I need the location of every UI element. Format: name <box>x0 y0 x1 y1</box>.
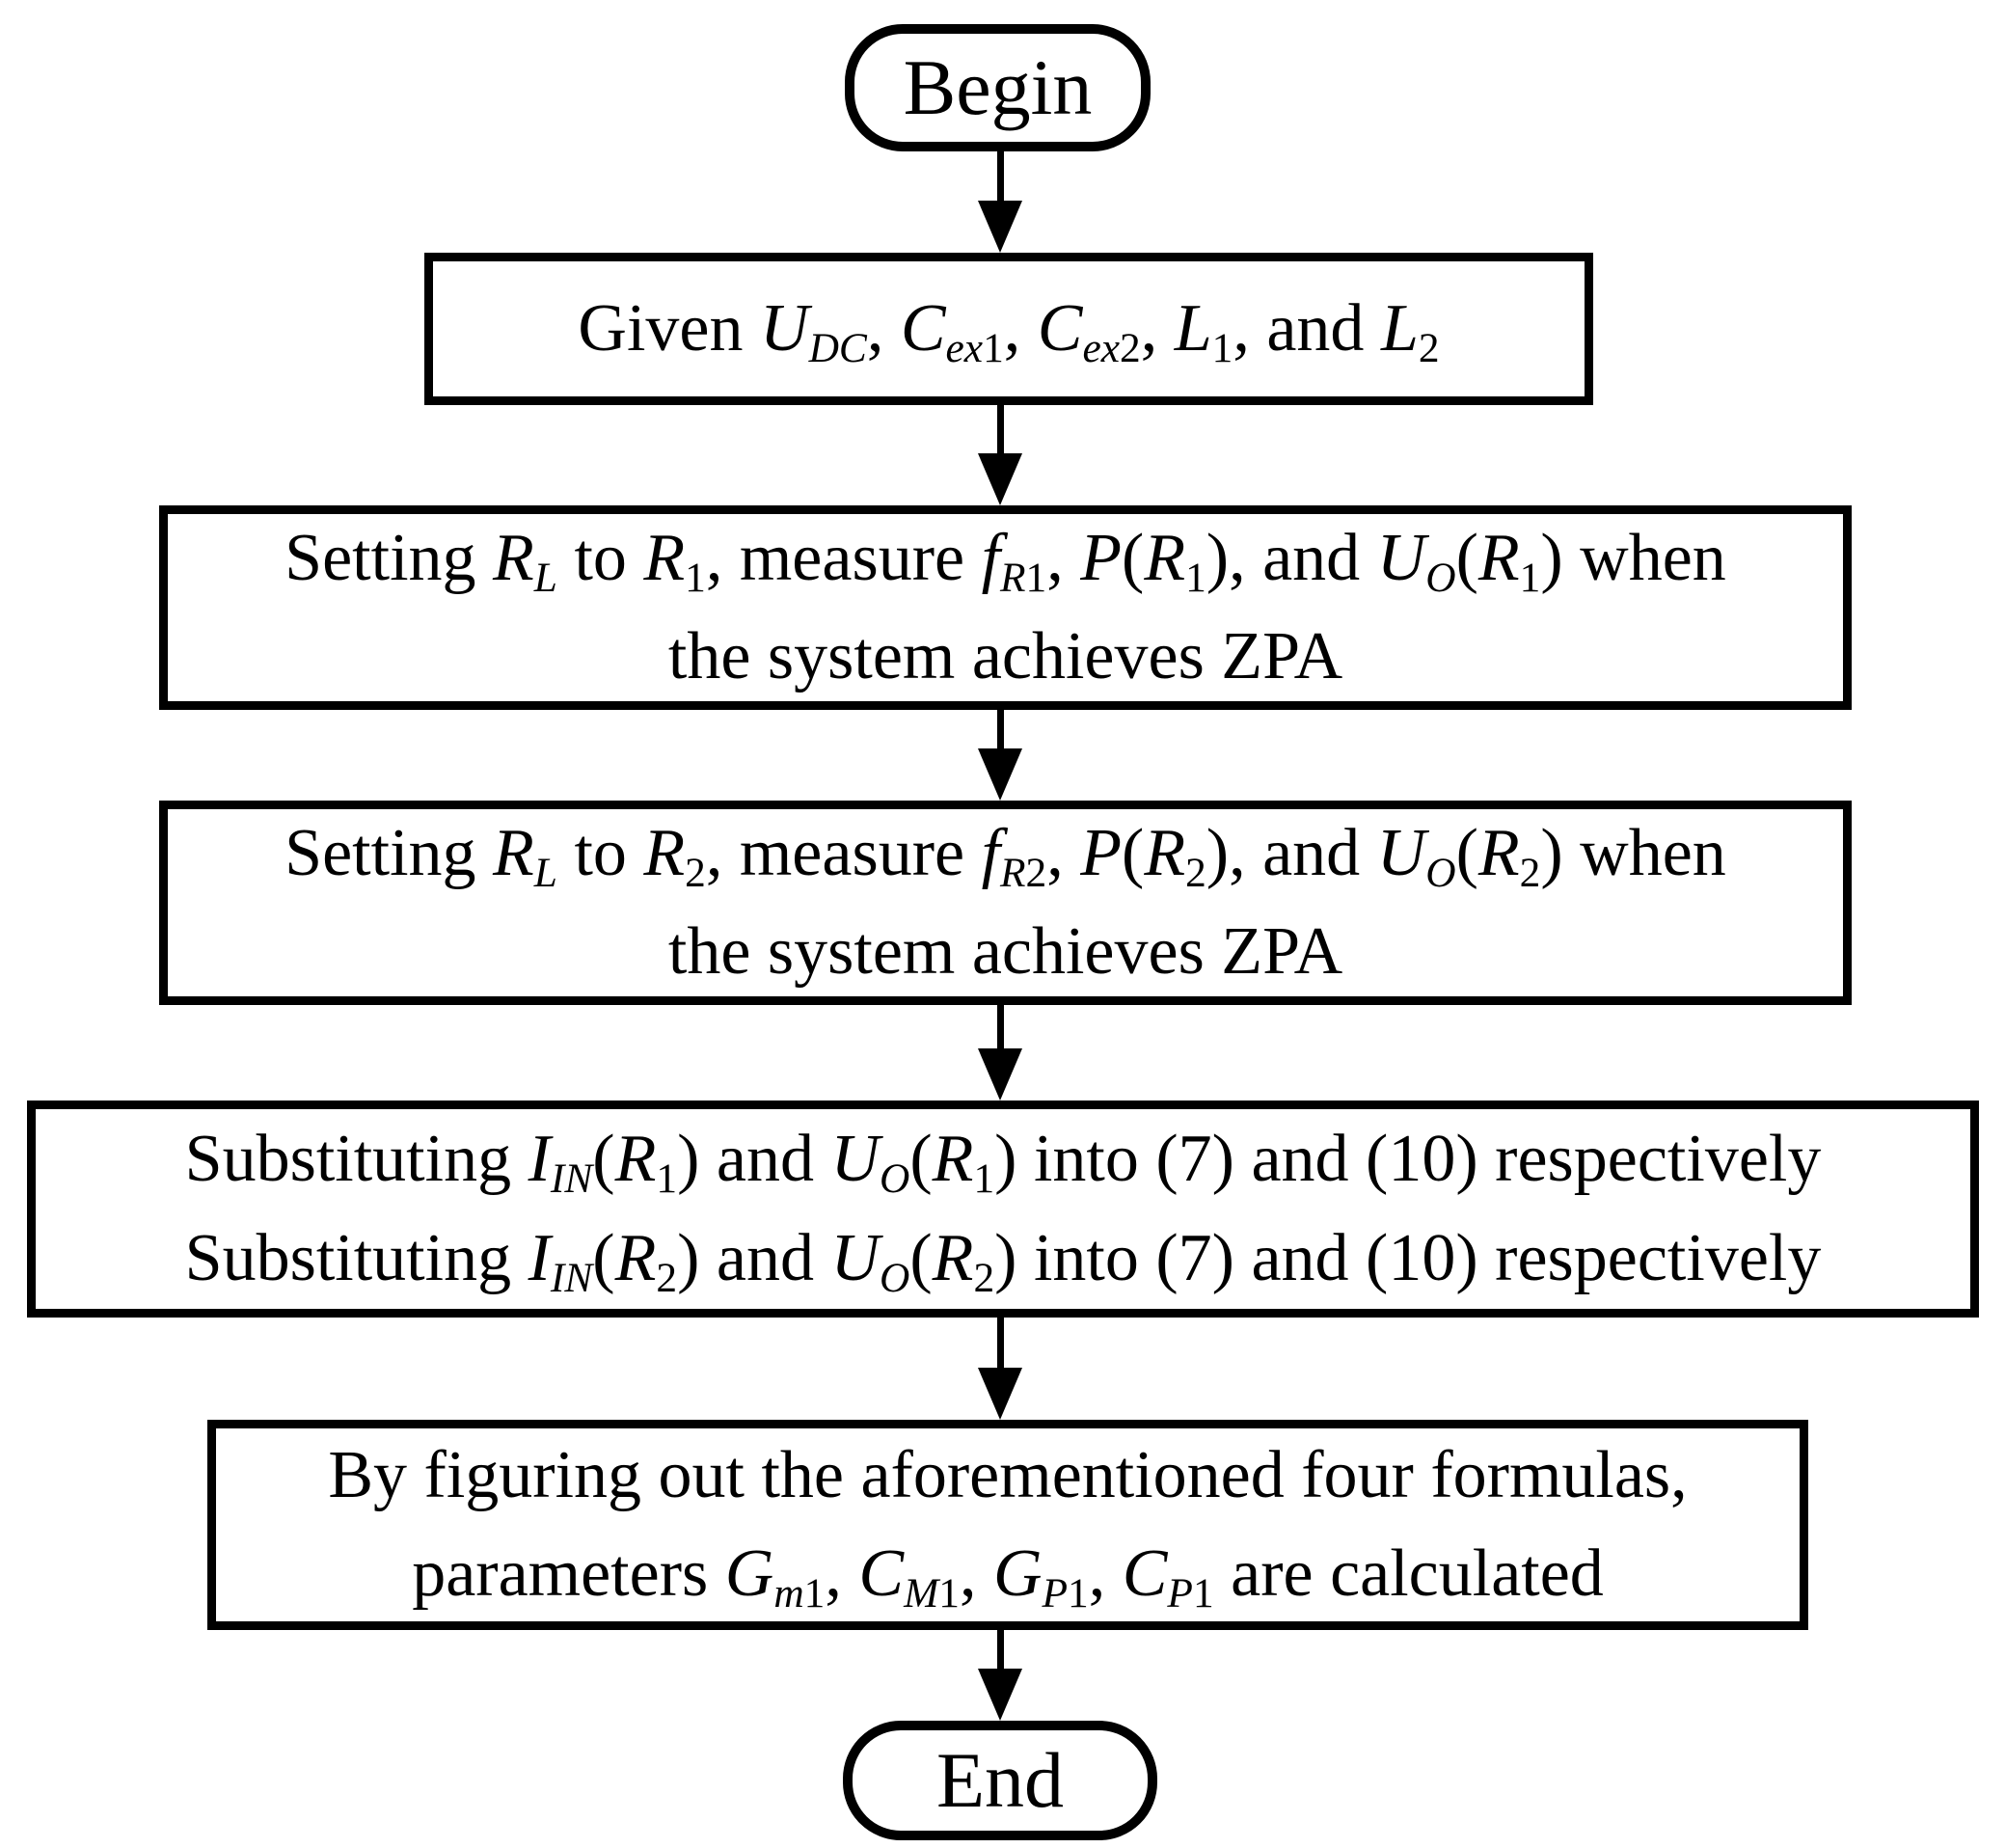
flow-arrow-1 <box>978 151 1022 253</box>
node-text-line: parameters Gm1, CM1, GP1, CP1 are calcul… <box>412 1536 1604 1617</box>
process-substitute-formulas: Substituting IIN(R1) and UO(R1) into (7)… <box>27 1101 1979 1318</box>
arrow-shaft <box>996 710 1004 748</box>
arrow-shaft <box>996 151 1004 201</box>
flow-arrow-3 <box>978 710 1022 801</box>
arrow-head-icon <box>978 1368 1022 1420</box>
node-text-line: the system achieves ZPA <box>667 619 1343 693</box>
flow-arrow-2 <box>978 405 1022 505</box>
terminator-end-label: End <box>935 1736 1065 1824</box>
arrow-head-icon <box>978 748 1022 801</box>
arrow-shaft <box>996 1318 1004 1368</box>
flow-arrow-4 <box>978 1005 1022 1101</box>
node-text-line: Substituting IIN(R2) and UO(R2) into (7)… <box>184 1220 1822 1301</box>
process-given-parameters: Given UDC, Cex1, Cex2, L1, and L2 <box>424 253 1593 405</box>
process-measure-r2: Setting RL to R2, measure fR2, P(R2), an… <box>159 801 1852 1005</box>
arrow-shaft <box>996 405 1004 453</box>
process-measure-r1: Setting RL to R1, measure fR1, P(R1), an… <box>159 505 1852 710</box>
arrow-head-icon <box>978 453 1022 505</box>
node-text-line: By figuring out the aforementioned four … <box>328 1437 1688 1512</box>
node-text-line: the system achieves ZPA <box>667 914 1343 989</box>
arrow-head-icon <box>978 201 1022 253</box>
terminator-begin-label: Begin <box>903 43 1093 131</box>
process-calculate-parameters: By figuring out the aforementioned four … <box>207 1420 1808 1630</box>
arrow-head-icon <box>978 1669 1022 1721</box>
flow-arrow-5 <box>978 1318 1022 1420</box>
arrow-shaft <box>996 1005 1004 1048</box>
arrow-shaft <box>996 1630 1004 1669</box>
terminator-end: End <box>843 1721 1157 1840</box>
arrow-head-icon <box>978 1048 1022 1101</box>
node-text-line: Substituting IIN(R1) and UO(R1) into (7)… <box>184 1122 1822 1203</box>
node-text-line: Setting RL to R1, measure fR1, P(R1), an… <box>284 520 1726 601</box>
flow-arrow-6 <box>978 1630 1022 1721</box>
terminator-begin: Begin <box>845 24 1151 151</box>
node-text-line: Given UDC, Cex1, Cex2, L1, and L2 <box>578 290 1440 372</box>
node-text-line: Setting RL to R2, measure fR2, P(R2), an… <box>284 815 1726 896</box>
